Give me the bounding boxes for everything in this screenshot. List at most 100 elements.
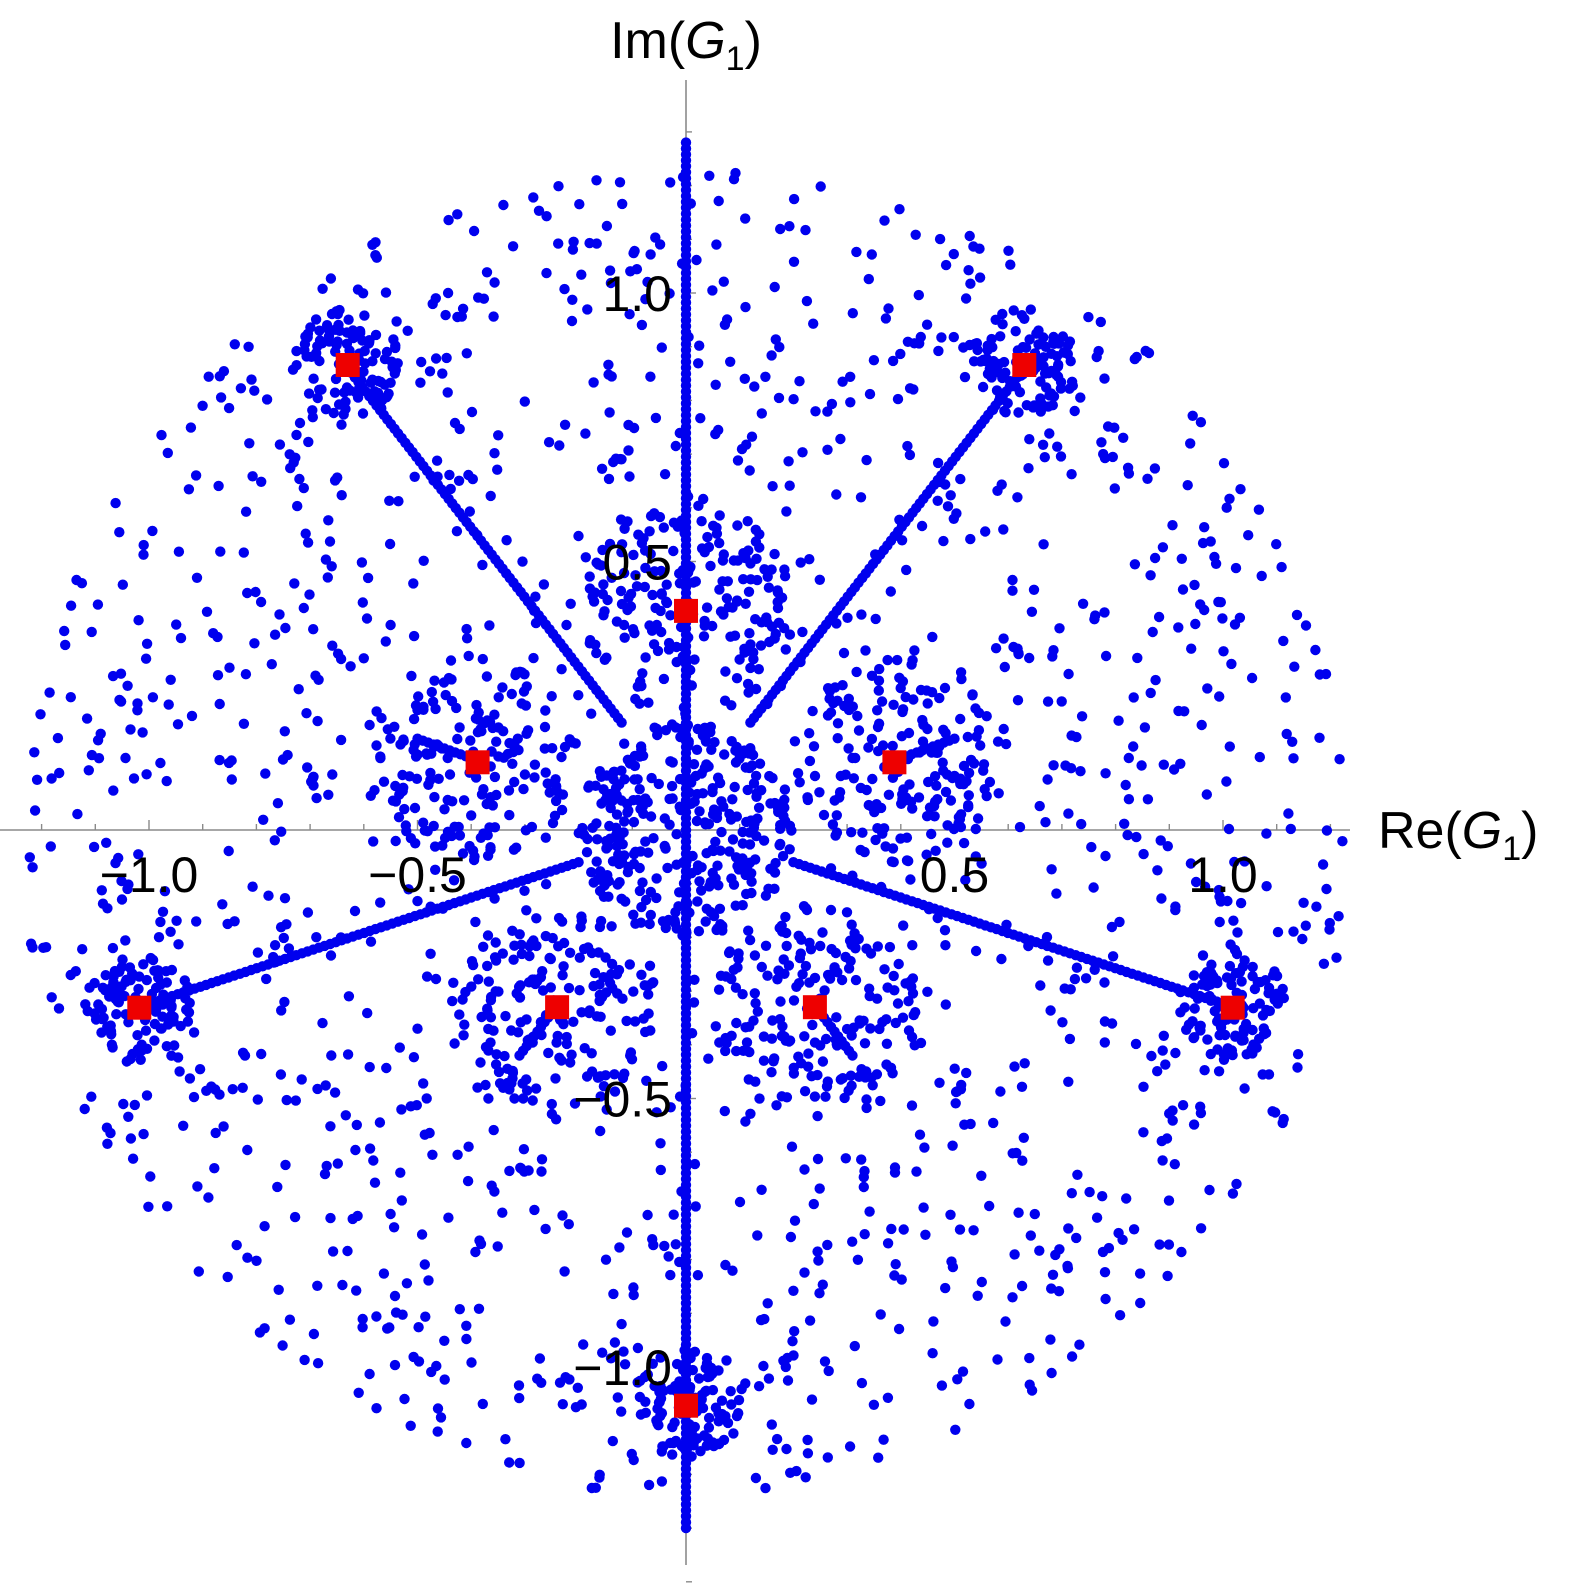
blue-point: [724, 846, 735, 857]
blue-point: [1145, 687, 1156, 699]
blue-point: [731, 1017, 742, 1029]
blue-point: [336, 419, 347, 430]
blue-point: [242, 1252, 253, 1263]
blue-point: [1195, 1223, 1207, 1234]
blue-point: [684, 907, 695, 918]
blue-point: [923, 904, 935, 915]
blue-point: [528, 605, 540, 616]
blue-point: [138, 539, 149, 551]
blue-point: [894, 204, 905, 215]
blue-point: [77, 944, 88, 955]
blue-point: [238, 718, 250, 729]
blue-point: [498, 726, 509, 737]
blue-point: [381, 1062, 392, 1074]
blue-point: [767, 1444, 778, 1456]
blue-point: [390, 1307, 402, 1318]
blue-point: [639, 581, 650, 593]
blue-point: [343, 314, 354, 325]
blue-point: [454, 1304, 465, 1315]
blue-point: [1076, 711, 1088, 722]
blue-point: [701, 759, 712, 770]
blue-point: [351, 1285, 362, 1296]
blue-point: [1214, 691, 1225, 702]
blue-point: [229, 339, 240, 350]
blue-point: [534, 1353, 546, 1364]
blue-point: [1234, 966, 1246, 978]
blue-point: [277, 754, 289, 765]
blue-point: [740, 1378, 751, 1389]
blue-point: [1150, 674, 1161, 686]
blue-point: [1023, 463, 1034, 474]
blue-point: [1289, 661, 1300, 672]
blue-point: [188, 1091, 200, 1103]
blue-point: [674, 568, 685, 579]
blue-point: [841, 907, 853, 918]
blue-point: [847, 1236, 858, 1247]
blue-point: [96, 1003, 108, 1015]
blue-point: [763, 1373, 775, 1384]
blue-point: [970, 945, 982, 957]
blue-point: [704, 170, 715, 181]
blue-point: [680, 137, 692, 148]
blue-point: [483, 976, 494, 987]
blue-point: [343, 991, 355, 1002]
blue-point: [1033, 325, 1044, 336]
blue-point: [859, 1229, 870, 1240]
blue-point: [635, 676, 646, 687]
blue-point: [616, 1318, 627, 1330]
blue-point: [677, 171, 689, 183]
blue-point: [279, 726, 290, 737]
blue-point: [1066, 469, 1077, 480]
blue-point: [550, 774, 561, 785]
blue-point: [885, 1062, 897, 1074]
blue-point: [54, 767, 65, 779]
blue-point: [391, 316, 402, 327]
blue-point: [192, 1181, 203, 1192]
blue-point: [352, 392, 364, 403]
blue-point: [473, 974, 484, 985]
blue-point: [644, 526, 655, 537]
blue-point: [357, 1322, 368, 1333]
blue-point: [1157, 1155, 1168, 1166]
blue-point: [1062, 1260, 1073, 1272]
blue-point: [390, 835, 401, 847]
blue-point: [256, 476, 267, 487]
blue-point: [507, 1065, 518, 1077]
blue-point: [524, 950, 535, 962]
blue-point: [514, 1457, 525, 1469]
blue-point: [707, 783, 718, 794]
blue-point: [379, 353, 391, 365]
blue-point: [1321, 883, 1332, 895]
blue-point: [445, 655, 457, 666]
blue-point: [1046, 348, 1057, 359]
blue-point: [618, 827, 629, 838]
blue-point: [668, 545, 679, 557]
blue-point: [601, 1104, 612, 1115]
blue-point: [800, 224, 811, 236]
blue-point: [904, 449, 916, 461]
blue-point: [1026, 606, 1038, 617]
blue-point: [949, 733, 960, 744]
blue-point: [470, 772, 482, 783]
blue-point: [540, 879, 552, 890]
blue-point: [1076, 818, 1087, 830]
blue-point: [108, 785, 119, 796]
blue-point: [591, 175, 602, 186]
blue-point: [822, 1452, 833, 1463]
blue-point: [485, 1012, 497, 1023]
blue-point: [473, 292, 484, 303]
blue-point: [588, 980, 599, 992]
blue-point: [1190, 618, 1201, 630]
blue-point: [822, 406, 833, 417]
blue-point: [878, 823, 890, 834]
red-square-point: [674, 1393, 698, 1418]
blue-point: [327, 640, 338, 651]
blue-point: [375, 752, 386, 764]
blue-point: [1102, 421, 1114, 432]
blue-point: [628, 986, 639, 997]
blue-point: [454, 722, 465, 733]
blue-point: [732, 455, 744, 466]
blue-point: [654, 511, 666, 523]
blue-point: [302, 537, 314, 548]
blue-point: [560, 1372, 571, 1383]
